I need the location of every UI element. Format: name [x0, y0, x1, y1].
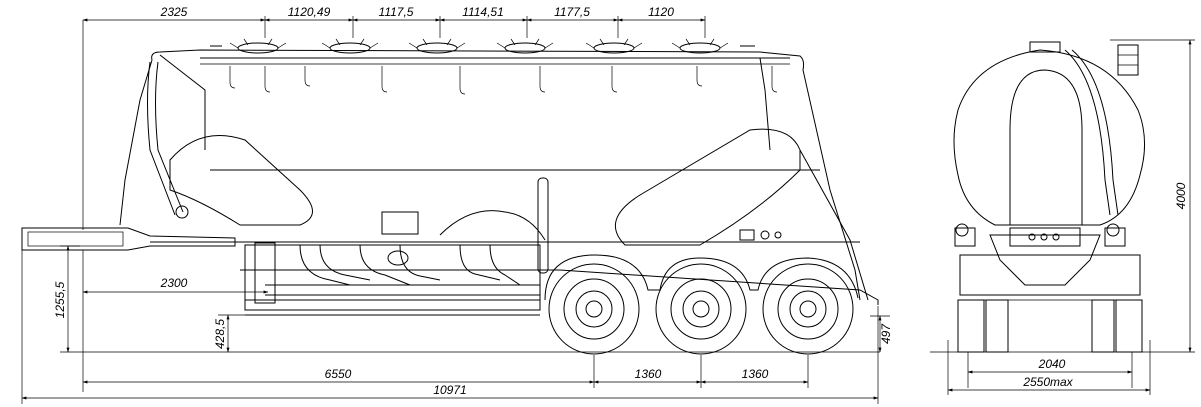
dim-hatch-5: 1177,5 [554, 5, 590, 19]
rear-wheel-right [1115, 299, 1143, 353]
dim-hatch-1: 2325 [160, 5, 188, 19]
dim-hatch-3: 1117,5 [379, 5, 414, 19]
dim-overall-height: 4000 [1174, 182, 1188, 209]
hopper-front [169, 135, 313, 226]
dim-axle-spacing-1: 1360 [635, 367, 662, 381]
tank-body [151, 49, 861, 301]
top-hatches [210, 38, 755, 54]
rear-wheel-left [957, 299, 985, 353]
dim-axle-spacing-2: 1360 [742, 367, 769, 381]
dim-hatch-6: 1120 [648, 5, 674, 19]
hopper-rear [615, 128, 801, 246]
aeration-hooks [229, 66, 778, 95]
rear-dimensions: 4000 2040 2550max [947, 39, 1195, 395]
rear-view [930, 41, 1165, 353]
wheel-axle-1 [548, 263, 640, 355]
dim-coupling: 2300 [160, 276, 188, 290]
loading-pipe [147, 61, 176, 216]
dim-overall-length: 10971 [433, 383, 466, 397]
hopper-mid [439, 210, 546, 241]
wheel-axle-3 [762, 263, 854, 355]
side-dimensions: 2325 1120,49 1117,5 1114,51 1177,5 1120 … [21, 5, 893, 404]
dim-kingpin-axle: 6550 [325, 367, 352, 381]
dim-clearance: 497 [879, 323, 893, 344]
dim-hatch-2: 1120,49 [288, 5, 331, 19]
side-view [21, 38, 880, 355]
dim-track-width: 2040 [1038, 357, 1066, 371]
wheel-axle-2 [655, 263, 747, 355]
tank-shell [953, 49, 1146, 226]
pipework [265, 211, 540, 296]
dim-fifth-wheel: 1255,5 [53, 281, 67, 318]
dim-overall-width: 2550max [1022, 375, 1073, 389]
gooseneck [21, 227, 236, 251]
dim-hatch-4: 1114,51 [462, 5, 504, 19]
dim-frame-height: 428,5 [213, 319, 227, 349]
side-frame [244, 244, 541, 311]
